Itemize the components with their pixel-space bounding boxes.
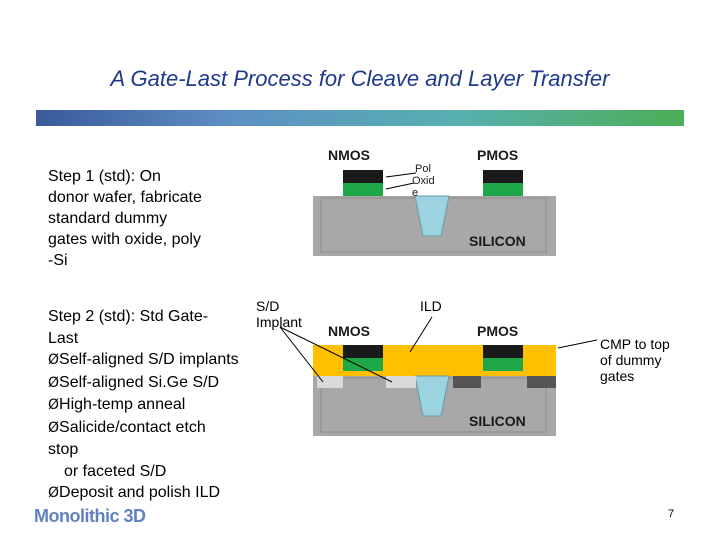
monolithic-logo: Monolithic 3D [34, 506, 146, 526]
arrow-bullet-icon: Ø [48, 397, 60, 413]
pmos-gate-oxide [483, 183, 523, 196]
step1-line: standard dummy [48, 210, 168, 227]
nmos-poly-gate-2 [343, 345, 383, 358]
step2-text: Step 2 (std): Std Gate- Last ØSelf-align… [48, 306, 258, 505]
sti-oxide-trench [414, 195, 450, 237]
bullet-item: ØSelf-aligned Si.Ge S/D [48, 373, 220, 391]
pmos-drain [527, 376, 556, 388]
ild-label: ILD [420, 298, 442, 314]
sd-pointer-1 [279, 326, 324, 383]
step1-line: donor wafer, fabricate [48, 189, 202, 206]
pmos-gate-oxide-2 [483, 358, 523, 371]
nmos-gate-oxide [343, 183, 383, 196]
poly-pointer [385, 172, 417, 178]
pmos-poly-gate [483, 170, 523, 183]
bullet-item: ØSalicide/contact etch [48, 418, 206, 436]
step1-line: Step 1 (std): On [48, 168, 161, 185]
step1-line: gates with oxide, poly [48, 231, 201, 248]
title-underline-bar [36, 110, 684, 126]
step2-line: Step 2 (std): Std Gate- [48, 308, 209, 325]
sd-pointer-2 [279, 326, 393, 383]
step2-line: Last [48, 329, 79, 347]
diagram-step1 [313, 170, 556, 256]
nmos-label-2: NMOS [328, 323, 370, 339]
diagram-step2 [279, 316, 598, 436]
nmos-poly-gate [343, 170, 383, 183]
nmos-gate-oxide-2 [343, 358, 383, 371]
oxide-pointer [385, 182, 415, 190]
pmos-label-2: PMOS [477, 323, 518, 339]
arrow-bullet-icon: Ø [48, 352, 60, 368]
pmos-poly-gate-2 [483, 345, 523, 358]
bullet-item: ØDeposit and polish ILD [48, 484, 221, 501]
cmp-label: CMP to top of dummy gates [600, 336, 670, 384]
page-number: 7 [668, 508, 675, 520]
sd-implant-label: S/D Implant [256, 298, 302, 330]
sti-oxide-trench-2 [414, 375, 450, 417]
bullet-item: ØSelf-aligned S/D implants [48, 351, 239, 368]
poly-label: Pol [415, 163, 431, 175]
silicon-label-1: SILICON [469, 233, 526, 249]
step2-continuation: or faceted S/D [64, 462, 167, 480]
slide-title: A Gate-Last Process for Cleave and Layer… [110, 66, 610, 91]
arrow-bullet-icon: Ø [48, 419, 60, 436]
arrow-bullet-icon: Ø [48, 374, 60, 391]
ild-pointer [409, 316, 433, 353]
cmp-pointer [557, 339, 598, 349]
nmos-label-1: NMOS [328, 147, 370, 163]
oxide-label: Oxid [412, 175, 435, 187]
silicon-label-2: SILICON [469, 413, 526, 429]
step2-continuation: stop [48, 441, 79, 458]
step1-text: Step 1 (std): On donor wafer, fabricate … [48, 166, 248, 271]
arrow-bullet-icon: Ø [48, 485, 60, 501]
step1-line: -Si [48, 252, 68, 269]
oxide-label-cont: e [412, 187, 418, 199]
bullet-item: ØHigh-temp anneal [48, 396, 186, 413]
pmos-source [453, 376, 481, 388]
pmos-label-1: PMOS [477, 147, 518, 163]
nmos-drain [386, 376, 416, 388]
nmos-source [317, 376, 343, 388]
